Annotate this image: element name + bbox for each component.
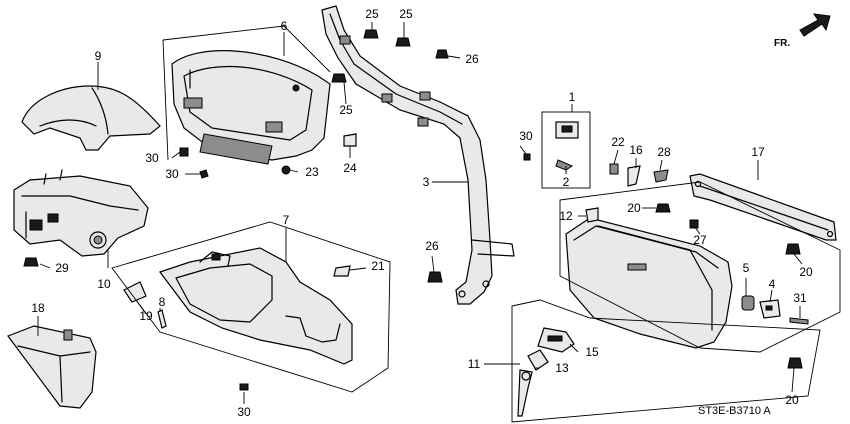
direction-label: FR. bbox=[774, 38, 790, 49]
glovebox-damper bbox=[741, 295, 755, 311]
callout-4: 4 bbox=[769, 277, 776, 291]
callout-24: 24 bbox=[343, 161, 357, 175]
lock-cylinder bbox=[517, 349, 549, 417]
callout-10: 10 bbox=[97, 277, 111, 291]
callout-29: 29 bbox=[55, 261, 69, 275]
instrument-lower-panel bbox=[159, 247, 353, 365]
callout-2: 2 bbox=[563, 175, 570, 189]
fasteners bbox=[23, 29, 809, 391]
callout-26a: 26 bbox=[465, 52, 479, 66]
callout-20b: 20 bbox=[799, 265, 813, 279]
callout-26b: 26 bbox=[425, 239, 439, 253]
glovebox-latch bbox=[537, 327, 575, 353]
callout-20c: 20 bbox=[785, 393, 799, 407]
callout-15: 15 bbox=[585, 345, 599, 359]
callout-25a: 25 bbox=[365, 7, 379, 21]
callouts: 1 2 3 4 5 6 7 8 9 10 11 12 13 15 16 17 1… bbox=[31, 7, 813, 419]
callout-23: 23 bbox=[305, 165, 319, 179]
callout-25c: 25 bbox=[339, 103, 353, 117]
callout-11: 11 bbox=[468, 357, 481, 371]
meter-lens bbox=[199, 133, 273, 165]
callout-16: 16 bbox=[629, 143, 643, 157]
small-parts bbox=[123, 133, 669, 329]
callout-18: 18 bbox=[31, 301, 45, 315]
callout-21: 21 bbox=[371, 259, 385, 273]
callout-8: 8 bbox=[159, 295, 166, 309]
meter-visor bbox=[171, 50, 331, 161]
callout-19: 19 bbox=[139, 309, 153, 323]
callout-3: 3 bbox=[423, 175, 430, 189]
callout-27: 27 bbox=[693, 233, 707, 247]
callout-12: 12 bbox=[559, 209, 573, 223]
callout-31: 31 bbox=[793, 291, 807, 305]
callout-7: 7 bbox=[283, 213, 290, 227]
callout-13: 13 bbox=[555, 361, 569, 375]
callout-22: 22 bbox=[611, 135, 625, 149]
callout-5: 5 bbox=[743, 261, 750, 275]
diagram-code: ST3E-B3710 A bbox=[698, 405, 771, 417]
callout-20a: 20 bbox=[627, 201, 641, 215]
callout-6: 6 bbox=[281, 19, 288, 33]
lower-column-cover bbox=[13, 169, 149, 257]
callout-30b: 30 bbox=[165, 167, 179, 181]
callout-1: 1 bbox=[569, 90, 576, 104]
side-pocket bbox=[7, 325, 97, 409]
callout-9: 9 bbox=[95, 49, 102, 63]
latch-plate bbox=[759, 299, 781, 319]
callout-30c: 30 bbox=[519, 129, 533, 143]
glovebox-frame-bar bbox=[689, 173, 837, 241]
callout-30d: 30 bbox=[237, 405, 251, 419]
callout-25b: 25 bbox=[399, 7, 413, 21]
switch-assembly bbox=[555, 121, 579, 171]
steering-hanger-beam bbox=[321, 5, 515, 305]
upper-column-cover bbox=[21, 85, 161, 151]
callout-28: 28 bbox=[657, 145, 671, 159]
callout-17: 17 bbox=[751, 145, 765, 159]
callout-30a: 30 bbox=[145, 151, 159, 165]
leader-lines bbox=[37, 22, 841, 423]
glove-box bbox=[565, 217, 733, 349]
front-direction-arrow: FR. bbox=[774, 13, 831, 49]
